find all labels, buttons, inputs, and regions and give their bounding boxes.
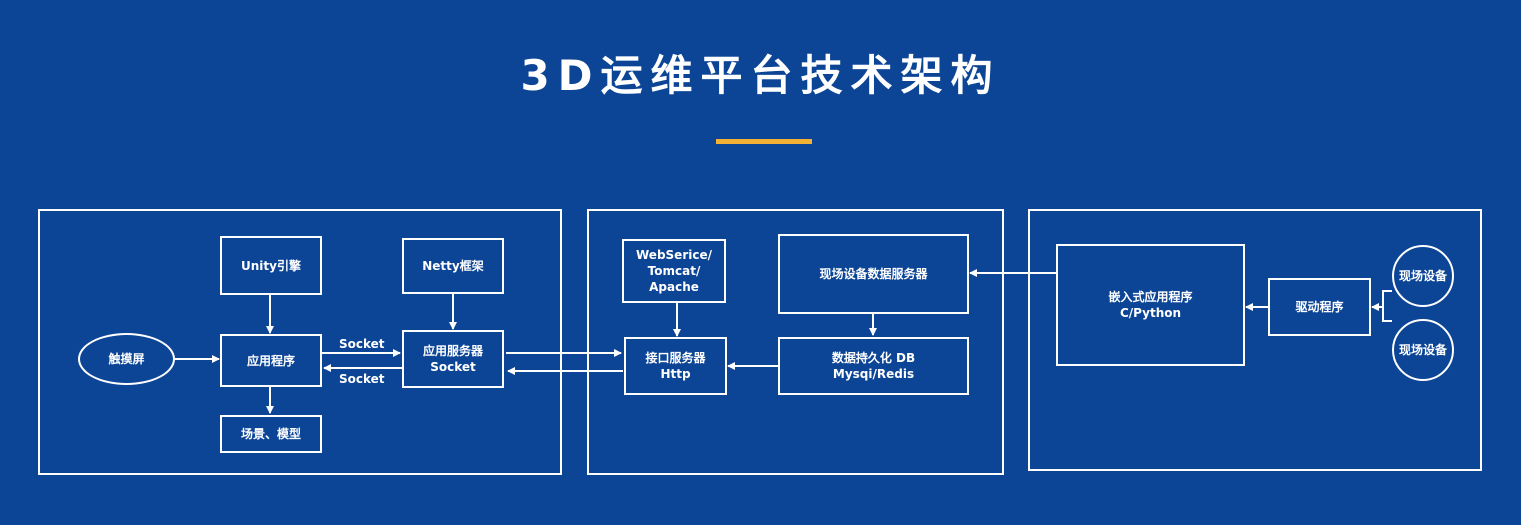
field-device-2: 现场设备 <box>1392 319 1454 381</box>
app-server-label-1: 应用服务器 <box>422 344 483 358</box>
persistence-db-label-1: 数据持久化 DB <box>831 351 916 365</box>
app-server-box: 应用服务器 Socket <box>402 330 504 388</box>
webservice-label-3: Apache <box>649 280 699 294</box>
webservice-box: WebSerice/ Tomcat/ Apache <box>622 239 726 303</box>
socket-label-bottom: Socket <box>339 372 385 386</box>
persistence-db-label-2: Mysqi/Redis <box>832 367 915 381</box>
touchscreen-label: 触摸屏 <box>108 352 145 366</box>
interface-server-label-2: Http <box>660 367 691 381</box>
field-data-server-label: 现场设备数据服务器 <box>819 267 928 281</box>
touchscreen-node: 触摸屏 <box>78 333 175 385</box>
application-label: 应用程序 <box>246 353 295 368</box>
title-underline <box>716 139 812 144</box>
socket-label-top: Socket <box>339 337 385 351</box>
unity-engine-box: Unity引擎 <box>220 236 322 295</box>
webservice-label-1: WebSerice/ <box>636 248 712 262</box>
embedded-app-label-2: C/Python <box>1119 306 1182 320</box>
webservice-label-2: Tomcat/ <box>647 264 701 278</box>
interface-server-box: 接口服务器 Http <box>624 337 727 395</box>
devices-bracket <box>1382 290 1392 322</box>
server-panel <box>587 209 1004 475</box>
client-panel <box>38 209 562 475</box>
field-device-2-label: 现场设备 <box>1398 343 1447 357</box>
application-box: 应用程序 <box>220 334 322 387</box>
device-panel <box>1028 209 1482 471</box>
field-device-1-label: 现场设备 <box>1398 269 1447 283</box>
driver-label: 驱动程序 <box>1295 300 1344 314</box>
app-server-label-2: Socket <box>430 360 476 374</box>
field-data-server-box: 现场设备数据服务器 <box>778 234 969 314</box>
page-title: 3D运维平台技术架构 <box>520 51 1001 100</box>
netty-framework-label: Netty框架 <box>422 259 484 273</box>
netty-framework-box: Netty框架 <box>402 238 504 294</box>
scene-model-box: 场景、模型 <box>220 415 322 453</box>
interface-server-label-1: 接口服务器 <box>645 351 706 365</box>
embedded-app-box: 嵌入式应用程序 C/Python <box>1056 244 1245 366</box>
field-device-1: 现场设备 <box>1392 245 1454 307</box>
driver-box: 驱动程序 <box>1268 278 1371 336</box>
unity-engine-label: Unity引擎 <box>241 258 301 273</box>
embedded-app-label-1: 嵌入式应用程序 <box>1108 290 1193 304</box>
persistence-db-box: 数据持久化 DB Mysqi/Redis <box>778 337 969 395</box>
scene-model-label: 场景、模型 <box>240 427 301 441</box>
